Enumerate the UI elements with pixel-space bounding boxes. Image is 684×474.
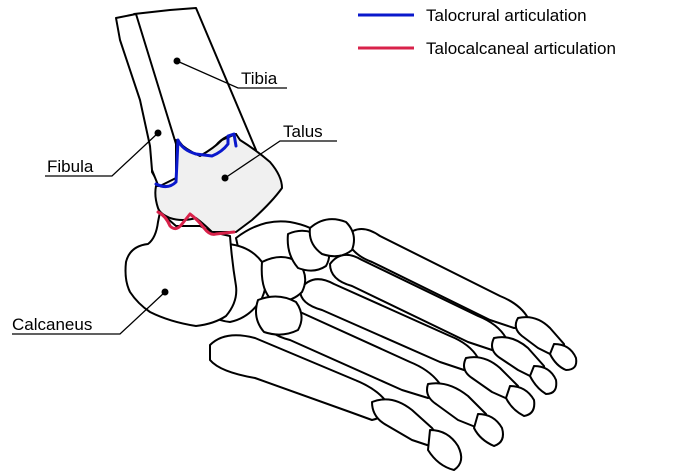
legend-label-talocalcaneal: Talocalcaneal articulation xyxy=(426,39,616,58)
label-talus: Talus xyxy=(283,122,323,141)
label-calcaneus: Calcaneus xyxy=(12,315,92,334)
phalanx-5-distal xyxy=(550,344,576,370)
phalanx-3-distal xyxy=(506,386,534,416)
phalanx-4-distal xyxy=(530,366,556,394)
label-tibia: Tibia xyxy=(241,69,278,88)
phalanx-1-proximal xyxy=(372,399,436,446)
label-fibula: Fibula xyxy=(47,157,94,176)
legend-label-talocrural: Talocrural articulation xyxy=(426,6,587,25)
legend: Talocrural articulation Talocalcaneal ar… xyxy=(358,6,616,58)
cuneiform-small xyxy=(256,296,302,334)
phalanx-2-distal xyxy=(474,414,503,446)
phalanx-1-distal xyxy=(428,430,461,470)
